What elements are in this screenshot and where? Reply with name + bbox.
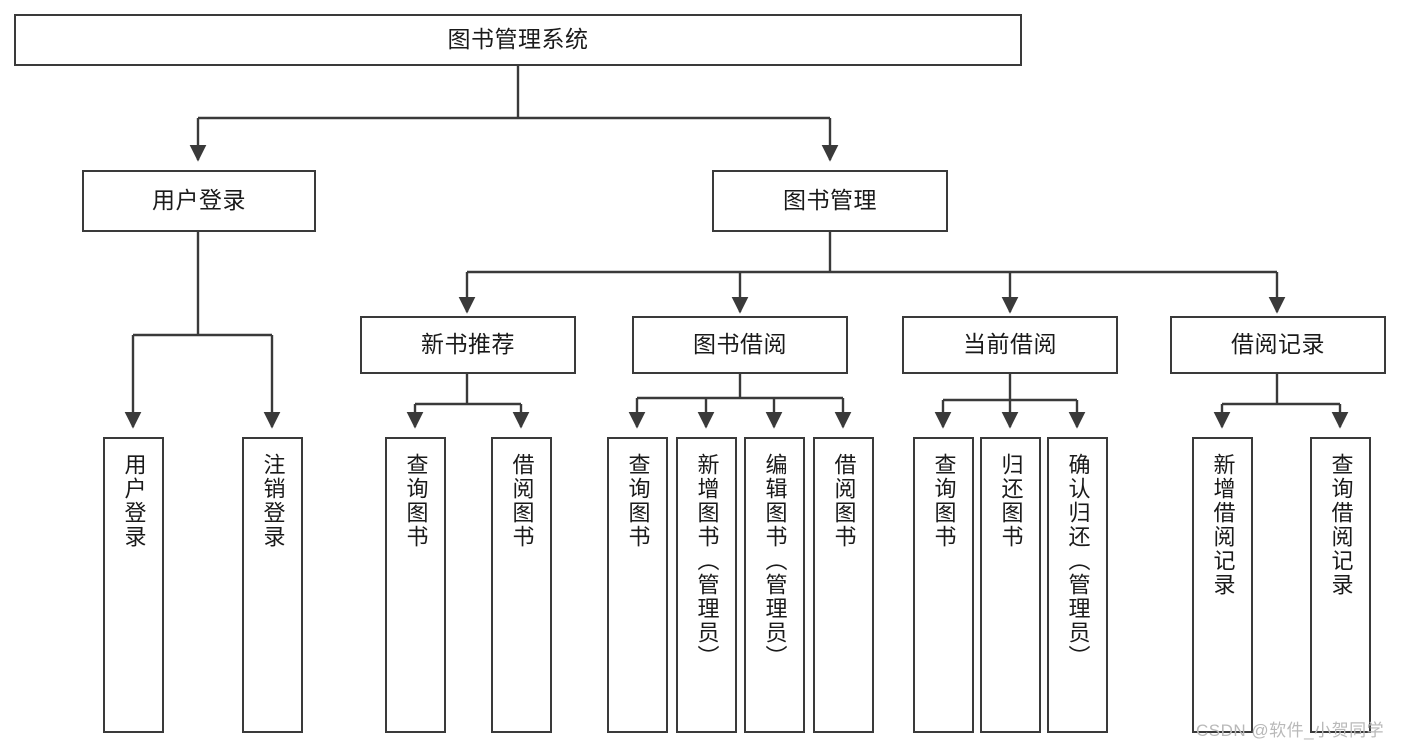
node-leaf-borrow-book-2[interactable]: 借阅图书 [813,437,874,733]
node-borrow-record-label: 借阅记录 [1231,331,1325,358]
node-leaf-add-book-label: 新增图书（管理员） [694,453,720,669]
node-leaf-add-record[interactable]: 新增借阅记录 [1192,437,1253,733]
node-book-manage-label: 图书管理 [783,187,877,214]
node-leaf-edit-book-label: 编辑图书（管理员） [762,453,788,669]
node-leaf-borrow-book-1-label: 借阅图书 [509,453,535,549]
node-root-label: 图书管理系统 [447,26,589,53]
node-leaf-query-book-1[interactable]: 查询图书 [385,437,446,733]
node-leaf-query-record-label: 查询借阅记录 [1328,453,1354,597]
node-leaf-user-logout[interactable]: 注销登录 [242,437,303,733]
node-book-borrow[interactable]: 图书借阅 [632,316,848,374]
node-leaf-borrow-book-1[interactable]: 借阅图书 [491,437,552,733]
node-new-book-recommend[interactable]: 新书推荐 [360,316,576,374]
node-leaf-confirm-return-label: 确认归还（管理员） [1065,453,1091,669]
node-leaf-query-book-2-label: 查询图书 [625,453,651,549]
node-leaf-query-book-3[interactable]: 查询图书 [913,437,974,733]
node-user-login[interactable]: 用户登录 [82,170,316,232]
node-book-manage[interactable]: 图书管理 [712,170,948,232]
node-leaf-borrow-book-2-label: 借阅图书 [831,453,857,549]
node-root[interactable]: 图书管理系统 [14,14,1022,66]
node-leaf-return-book-label: 归还图书 [998,453,1024,549]
node-new-book-recommend-label: 新书推荐 [421,331,515,358]
node-borrow-record[interactable]: 借阅记录 [1170,316,1386,374]
node-leaf-add-record-label: 新增借阅记录 [1210,453,1236,597]
node-leaf-confirm-return[interactable]: 确认归还（管理员） [1047,437,1108,733]
node-leaf-query-book-2[interactable]: 查询图书 [607,437,668,733]
node-leaf-edit-book[interactable]: 编辑图书（管理员） [744,437,805,733]
node-current-borrow-label: 当前借阅 [963,331,1057,358]
node-book-borrow-label: 图书借阅 [693,331,787,358]
node-leaf-query-record[interactable]: 查询借阅记录 [1310,437,1371,733]
node-leaf-query-book-1-label: 查询图书 [403,453,429,549]
node-leaf-user-login[interactable]: 用户登录 [103,437,164,733]
node-leaf-query-book-3-label: 查询图书 [931,453,957,549]
node-leaf-user-login-label: 用户登录 [121,453,147,549]
node-user-login-label: 用户登录 [152,187,246,214]
node-leaf-user-logout-label: 注销登录 [260,453,286,549]
node-current-borrow[interactable]: 当前借阅 [902,316,1118,374]
node-leaf-return-book[interactable]: 归还图书 [980,437,1041,733]
node-leaf-add-book[interactable]: 新增图书（管理员） [676,437,737,733]
